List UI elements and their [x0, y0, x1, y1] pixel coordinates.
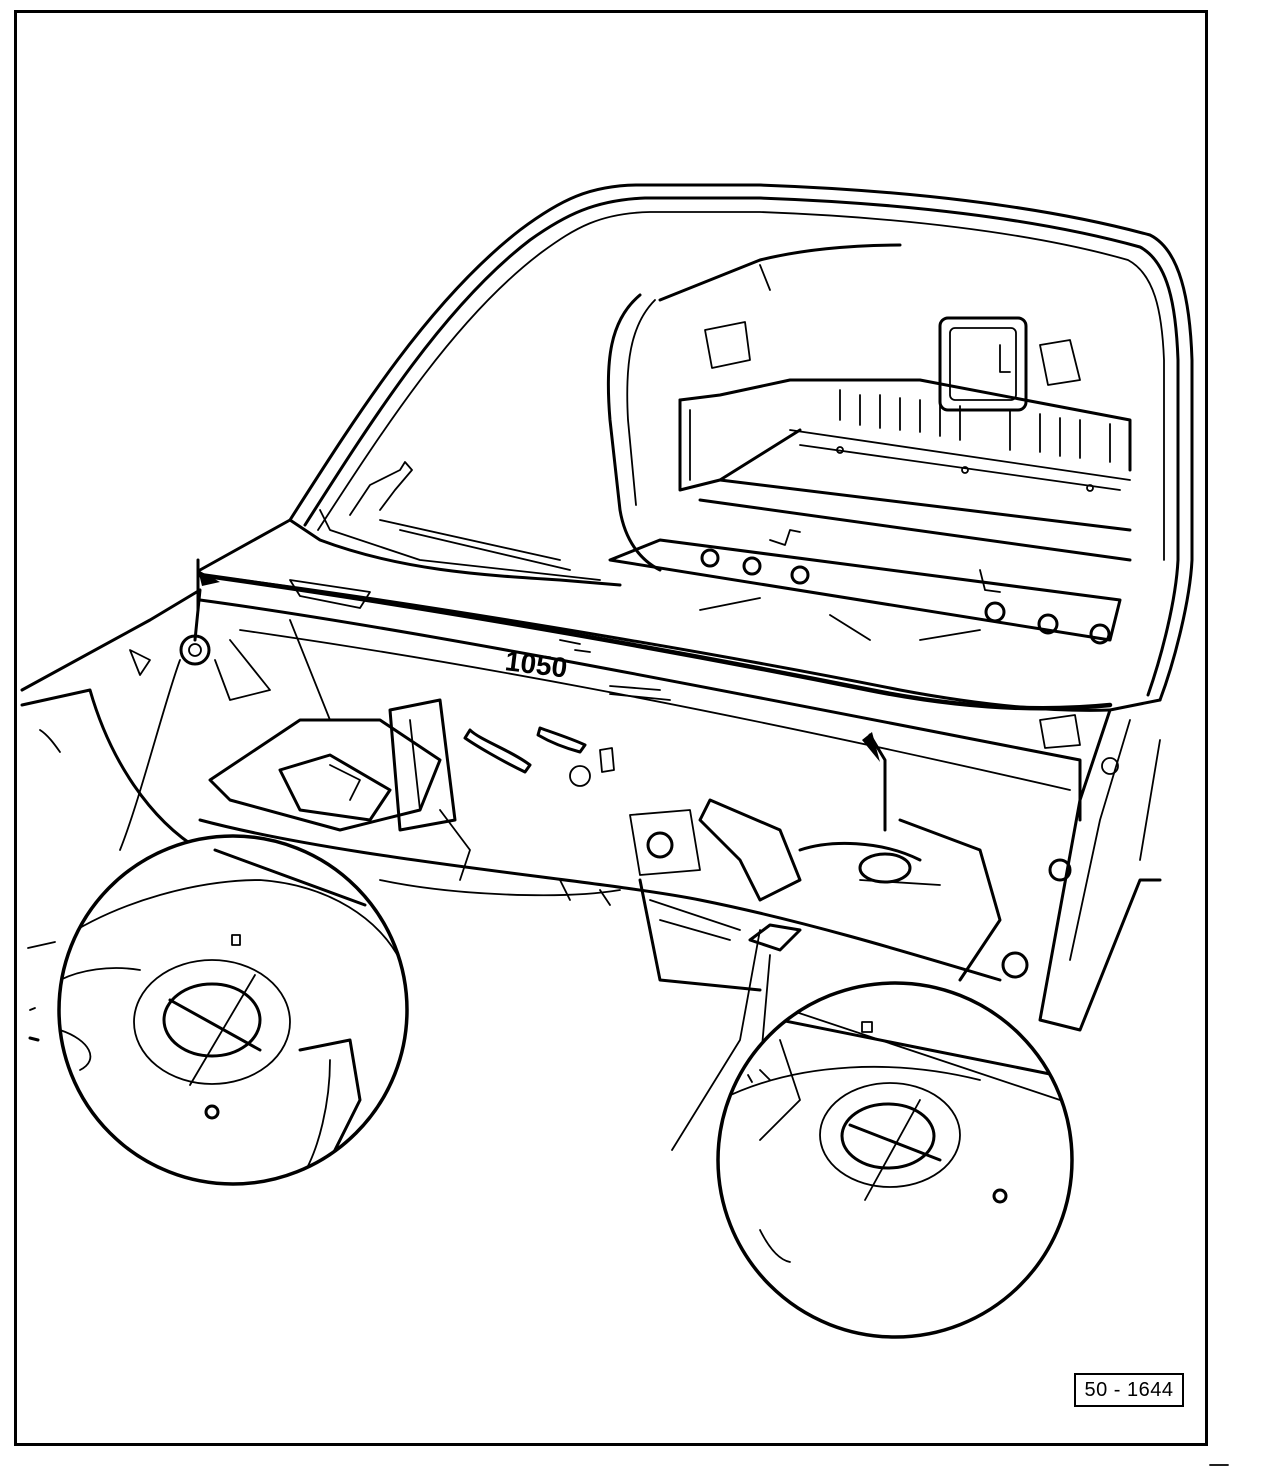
detail-circle-right — [716, 981, 1074, 1339]
arrowhead-right — [862, 732, 880, 762]
door-opening-frame — [288, 183, 1194, 702]
front-structure — [20, 588, 471, 881]
arrowhead-left — [198, 570, 220, 586]
rear-inner-panel — [678, 316, 1132, 562]
leader-lines — [119, 659, 802, 1151]
dimension-label: 1050 — [503, 645, 569, 683]
misc-marks — [27, 941, 1229, 1466]
detail-circle-left — [57, 834, 409, 1186]
reference-code: 50 - 1644 — [1074, 1373, 1184, 1407]
rear-pillar — [798, 698, 1162, 1032]
drawing-frame — [14, 10, 1208, 1446]
floor-panel — [608, 529, 1122, 645]
dimension-1050: 1050 — [196, 558, 1113, 832]
